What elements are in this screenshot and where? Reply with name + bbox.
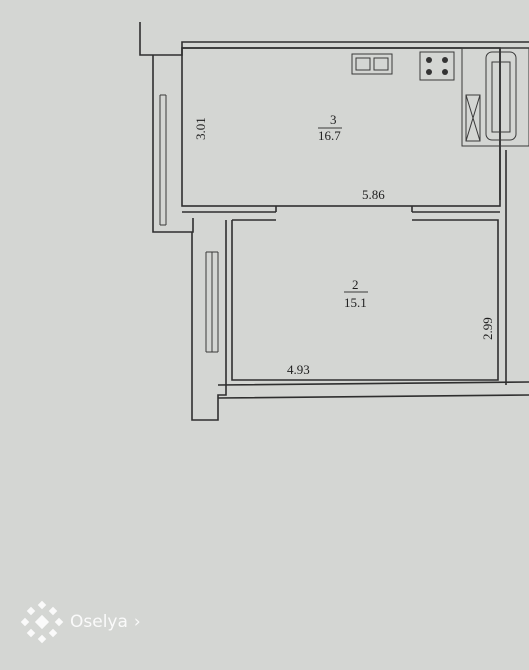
bathtub-icon [485, 51, 517, 141]
room-2-outline [231, 219, 499, 381]
oselya-logo-icon [20, 600, 64, 644]
room-3-number: 3 [330, 112, 337, 127]
wall-room2-bottom [217, 381, 529, 399]
watermark-chevron: › [133, 612, 141, 632]
wall-room2-left [191, 220, 227, 421]
dim-room2-width: 4.93 [287, 362, 310, 377]
dim-room2-height: 2.99 [480, 317, 495, 340]
dim-room3-width: 5.86 [362, 187, 385, 202]
shaft-icon [465, 94, 481, 142]
wall-left-outer [152, 55, 194, 233]
bathroom-wall [461, 47, 529, 147]
bathtub-inner [491, 61, 511, 133]
watermark-brand: Oselya [70, 612, 128, 632]
stove-icon [419, 51, 455, 81]
watermark: Oselya › [20, 600, 141, 644]
balcony-left [159, 94, 167, 226]
room-3-area: 16.7 [318, 128, 341, 143]
dim-room3-height: 3.01 [193, 117, 208, 140]
room-2-area: 15.1 [344, 295, 367, 310]
sink-icon [351, 53, 393, 75]
room-3-outline [181, 47, 501, 207]
wall-right [499, 48, 507, 385]
window-room2 [205, 251, 219, 353]
shaft-cross [465, 94, 481, 142]
room-2-number: 2 [352, 277, 359, 292]
wall-top [139, 22, 529, 56]
